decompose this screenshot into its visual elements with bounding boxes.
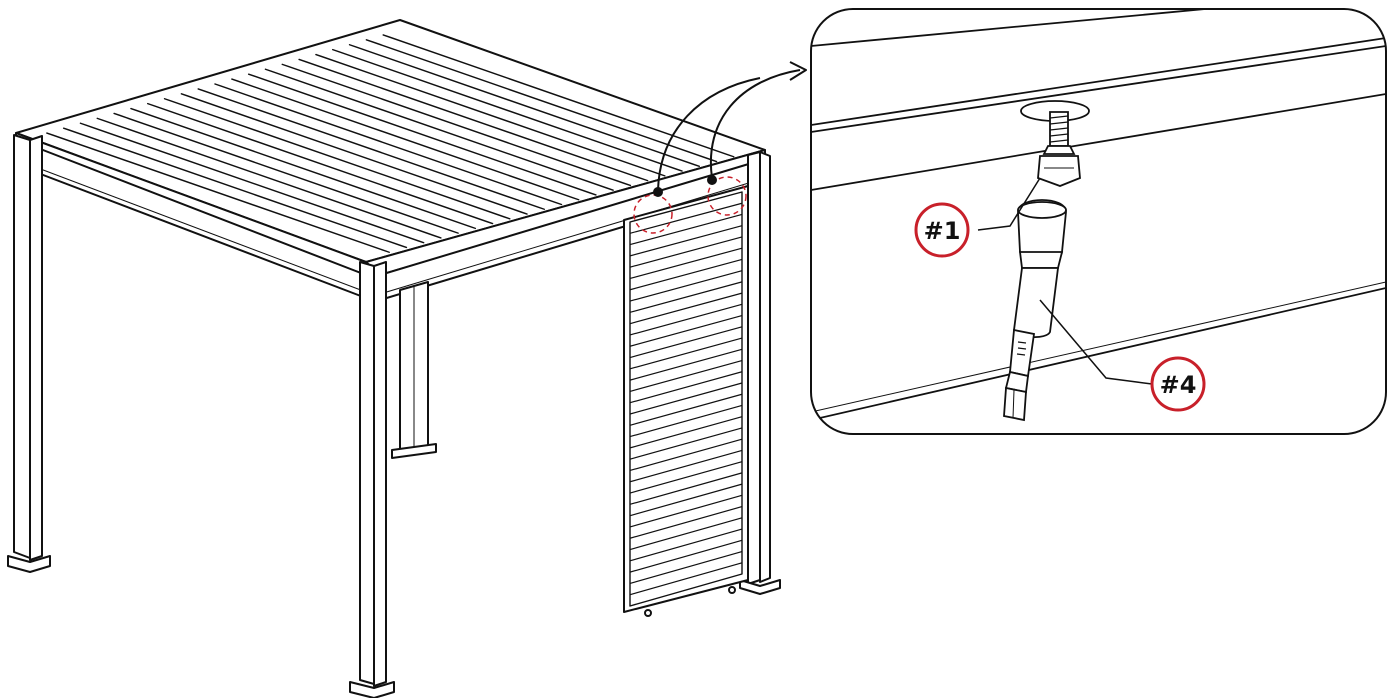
shutter-slat: [629, 404, 743, 438]
louvre-slat: [298, 58, 649, 182]
shutter-slat: [629, 550, 743, 584]
shutter-slat: [629, 528, 743, 562]
shutter-slat: [629, 483, 743, 517]
shutter-slat: [629, 449, 743, 483]
shutter-slat: [629, 202, 743, 234]
louvre-slat: [365, 39, 718, 163]
back-post: [391, 281, 437, 459]
shutter-slat: [629, 371, 743, 404]
shutter-slat: [629, 303, 743, 336]
detail-view: #1 #4: [810, 8, 1387, 435]
shutter-slat: [629, 382, 743, 415]
shutter-slat: [629, 539, 743, 573]
shutter-slat: [629, 494, 743, 528]
driver-bit: [1003, 199, 1067, 422]
callout-screw: #1: [914, 202, 970, 258]
shutter-slat: [629, 213, 743, 246]
detail-marker-right: [707, 176, 747, 216]
shutter-slat: [629, 427, 743, 460]
shutter-slat: [629, 247, 743, 280]
roof-louvres: [46, 34, 735, 253]
shutter-slat: [629, 359, 743, 392]
detail-frame: [810, 8, 1387, 435]
shutter-slat: [629, 472, 743, 505]
detail-leaders: [653, 61, 807, 197]
shutter-slat: [629, 236, 743, 268]
louvre-slat: [247, 73, 597, 196]
louvre-slat: [130, 107, 477, 230]
louvre-slat: [382, 34, 735, 158]
shutter-slat: [629, 393, 743, 426]
shutter-slat: [629, 461, 743, 494]
shutter-slat: [629, 315, 743, 347]
louvre-slat: [46, 132, 390, 253]
shutter-slat: [629, 292, 743, 325]
right-post: [739, 151, 781, 595]
shutter-slat: [629, 225, 743, 257]
shutter-slat: [629, 326, 743, 359]
louvre-slat: [197, 88, 545, 210]
corner-post: [349, 261, 395, 698]
callout-bit: #4: [1150, 356, 1206, 412]
louvre-slat: [113, 112, 459, 234]
shutter-panel: [623, 185, 749, 617]
louvre-slat: [332, 48, 683, 172]
louvre-slat: [163, 98, 511, 220]
louvre-slat: [214, 83, 563, 206]
louvre-slat: [231, 78, 580, 201]
screw: [1037, 111, 1081, 187]
louvre-slat: [264, 68, 614, 191]
shutter-slat: [629, 438, 743, 472]
detail-marker-left: [633, 194, 673, 234]
callout-bit-label: #4: [1160, 371, 1197, 399]
louvre-slat: [281, 63, 632, 187]
shutter-slat: [629, 258, 743, 291]
louvre-slat: [62, 127, 408, 249]
callout-ring: [1150, 356, 1206, 412]
louvre-slat: [147, 102, 494, 225]
louvre-slat: [348, 44, 701, 168]
shutter-slat: [629, 562, 743, 596]
shutter-slat: [629, 337, 743, 370]
shutter-slat: [629, 506, 743, 539]
shutter-slat: [629, 281, 743, 313]
shutter-slat: [629, 270, 743, 302]
shutter-slat: [629, 416, 743, 449]
pergola: [7, 19, 807, 698]
callout-ring: [914, 202, 970, 258]
roof-frame: [15, 19, 766, 276]
shutter-slat: [629, 517, 743, 551]
detail-markers: [633, 176, 747, 234]
leader-screw: [977, 177, 1041, 231]
shutter-slat: [629, 348, 743, 381]
left-post: [7, 134, 51, 573]
callout-screw-label: #1: [924, 217, 961, 245]
louvre-slat: [96, 117, 442, 239]
louvre-slat: [315, 53, 666, 177]
louvre-slat: [79, 122, 425, 244]
louvre-slat: [180, 93, 528, 215]
leader-bit: [1039, 299, 1153, 385]
